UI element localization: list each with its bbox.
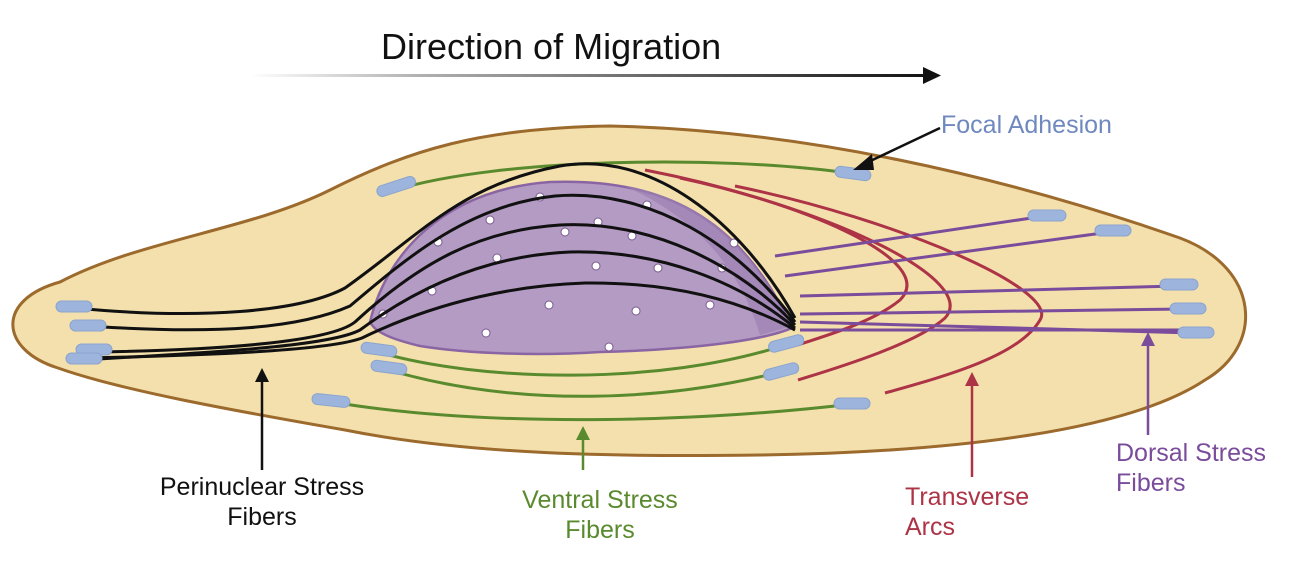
dorsal-stress-fibers-label: Dorsal Stress Fibers — [1116, 438, 1266, 498]
focal-adhesion-label: Focal Adhesion — [941, 111, 1112, 139]
ventral-label-line1: Ventral Stress — [522, 486, 678, 514]
focal-adhesions — [55, 165, 1215, 410]
diagram-title: Direction of Migration — [381, 26, 722, 67]
dorsal-label-line1: Dorsal Stress — [1116, 439, 1267, 467]
direction-arrow — [250, 67, 941, 84]
perinuclear-label-line1: Perinuclear Stress — [159, 473, 365, 501]
transverse-label-line2: Arcs — [905, 513, 955, 541]
dorsal-label-line2: Fibers — [1116, 469, 1186, 497]
label-arrows — [255, 126, 1155, 477]
perinuclear-label-line2: Fibers — [227, 503, 297, 531]
ventral-stress-fibers — [331, 160, 853, 422]
dorsal-stress-fibers — [774, 214, 1195, 335]
perinuclear-stress-fibers — [74, 162, 797, 362]
perinuclear-stress-fibers-label: Perinuclear Stress Fibers — [140, 472, 384, 532]
transverse-label-line1: Transverse — [905, 483, 1030, 511]
ventral-stress-fibers-label: Ventral Stress Fibers — [500, 485, 700, 545]
ventral-label-line2: Fibers — [565, 516, 635, 544]
transverse-arcs-label: Transverse Arcs — [905, 482, 1029, 542]
